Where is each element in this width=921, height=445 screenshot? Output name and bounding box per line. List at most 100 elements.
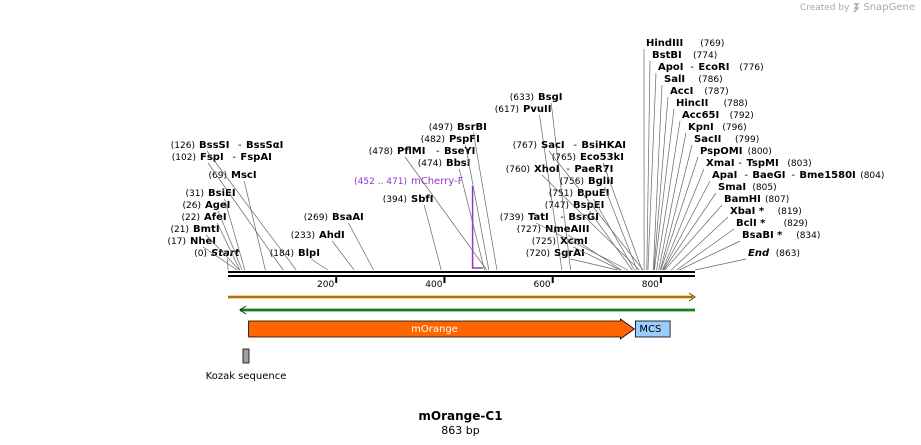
restriction-site-bbsi: (474)BbsI bbox=[418, 158, 485, 271]
site-leader-line bbox=[206, 150, 297, 271]
restriction-site-sacii: SacII(799) bbox=[660, 134, 759, 271]
site-name: Eco53kI bbox=[580, 152, 624, 163]
site-name: HincII bbox=[676, 98, 708, 109]
site-name: NmeAIII bbox=[545, 224, 589, 235]
site-leader-line bbox=[662, 180, 711, 271]
snapgene-brand-text: SnapGene bbox=[863, 2, 915, 13]
site-position: (829) bbox=[784, 219, 808, 229]
site-position: (756) bbox=[560, 177, 584, 187]
site-leader-line bbox=[465, 144, 490, 271]
site-name: BsgI bbox=[538, 92, 562, 103]
site-leader-line bbox=[541, 174, 640, 271]
site-name: NheI bbox=[190, 236, 216, 247]
site-position: (184) bbox=[270, 249, 294, 259]
site-position: (26) bbox=[183, 201, 201, 211]
primer-name: mCherry-F bbox=[411, 176, 464, 187]
site-name: Start bbox=[211, 248, 241, 259]
site-leader-line bbox=[660, 144, 693, 271]
forward-strand-arrow-icon bbox=[688, 292, 696, 302]
site-leader-line bbox=[535, 222, 629, 271]
restriction-site-bsrbi: (497)BsrBI bbox=[429, 122, 498, 271]
ruler-tick-label: 800 bbox=[642, 280, 659, 290]
site-name-dash: - bbox=[436, 146, 440, 157]
site-leader-line bbox=[217, 210, 243, 271]
site-name: SgrAI bbox=[554, 248, 585, 259]
site-name: PvuII bbox=[523, 104, 551, 115]
site-position: (792) bbox=[730, 111, 754, 121]
site-name: XhoI bbox=[534, 164, 559, 175]
restriction-site-pvuii: (617)PvuII bbox=[495, 104, 563, 271]
site-position: (482) bbox=[421, 135, 445, 145]
site-position: (765) bbox=[552, 153, 576, 163]
site-position: (478) bbox=[369, 147, 393, 157]
site-name: PspFI bbox=[449, 134, 480, 145]
site-position: (633) bbox=[510, 93, 534, 103]
restriction-site-pspfi: (482) PspFI bbox=[421, 134, 490, 271]
site-leader-line bbox=[458, 168, 485, 271]
morange-feature bbox=[248, 318, 636, 340]
site-name: XmaI bbox=[706, 158, 735, 169]
site-leader-line bbox=[331, 240, 355, 271]
site-leader-line bbox=[224, 198, 246, 271]
site-leader-line bbox=[663, 192, 717, 271]
restriction-site-pspomi: PspOMI(800) bbox=[660, 146, 772, 271]
restriction-site-xhoi: (760)XhoI-PaeR7I bbox=[506, 164, 640, 271]
site-leader-line bbox=[676, 228, 735, 271]
restriction-site-sbfi: (394)SbfI bbox=[383, 194, 442, 271]
site-position: (69) bbox=[209, 171, 227, 181]
site-position: (760) bbox=[506, 165, 530, 175]
site-leader-line bbox=[653, 96, 669, 271]
restriction-site-bsabi: BsaBI * (834) bbox=[679, 230, 820, 271]
site-name: AccI bbox=[670, 86, 693, 97]
created-by-text: Created by bbox=[799, 2, 850, 13]
site-leader-line bbox=[658, 132, 687, 271]
site-position: (834) bbox=[796, 231, 820, 241]
restriction-site-xmai: XmaI-TspMI(803) bbox=[662, 158, 812, 271]
site-position: (0) bbox=[194, 249, 207, 259]
restriction-site-bspei: (747)BspEI bbox=[545, 200, 633, 271]
site-name-alt: BaeGI bbox=[752, 170, 785, 181]
site-leader-line bbox=[664, 204, 723, 271]
site-position: (725) bbox=[532, 237, 556, 247]
site-name: KpnI bbox=[688, 122, 714, 133]
restriction-site-sgrai: (720) SgrAI bbox=[526, 248, 618, 271]
restriction-site-bsaai: (269)BsaAI bbox=[304, 212, 374, 271]
site-name-dash: - bbox=[744, 170, 748, 181]
site-leader-line bbox=[679, 240, 741, 271]
site-name: BstBI bbox=[652, 50, 682, 61]
restriction-site-apoi: ApoI-EcoRI(776) bbox=[647, 62, 764, 271]
kozak-feature bbox=[242, 348, 250, 364]
site-leader-line bbox=[652, 84, 663, 271]
site-name-dash: - bbox=[560, 212, 564, 223]
site-position: (474) bbox=[418, 159, 442, 169]
site-name: ApoI bbox=[658, 62, 684, 73]
restriction-site-sali: SalI(786) bbox=[652, 74, 723, 271]
site-name: BsaBI * bbox=[742, 230, 783, 241]
site-position: (803) bbox=[787, 159, 811, 169]
site-name: ApaI bbox=[712, 170, 737, 181]
site-name: BmtI bbox=[193, 224, 220, 235]
site-position: (21) bbox=[171, 225, 189, 235]
site-name: AgeI bbox=[205, 200, 230, 211]
site-position: (751) bbox=[549, 189, 573, 199]
map-title: mOrange-C1 bbox=[418, 409, 503, 423]
site-position: (774) bbox=[693, 51, 717, 61]
site-leader-line bbox=[311, 258, 328, 271]
restriction-site-agei: (26) AgeI bbox=[183, 200, 243, 271]
site-position: (767) bbox=[513, 141, 537, 151]
site-name-alt2: Bme1580I bbox=[799, 170, 855, 181]
site-position: (720) bbox=[526, 249, 550, 259]
site-position: (804) bbox=[860, 171, 884, 181]
site-position: (787) bbox=[704, 87, 728, 97]
ruler-tick-label: 200 bbox=[317, 280, 334, 290]
site-leader-line bbox=[656, 120, 681, 271]
site-name: PspOMI bbox=[700, 146, 742, 157]
restriction-site-smai: SmaI(805) bbox=[663, 182, 777, 271]
site-name: BglII bbox=[588, 176, 614, 187]
site-leader-line bbox=[589, 210, 633, 271]
site-position: (739) bbox=[500, 213, 524, 223]
site-name: BspEI bbox=[573, 200, 604, 211]
site-position: (805) bbox=[752, 183, 776, 193]
map-length: 863 bp bbox=[441, 424, 480, 437]
site-name-dash: - bbox=[791, 170, 795, 181]
